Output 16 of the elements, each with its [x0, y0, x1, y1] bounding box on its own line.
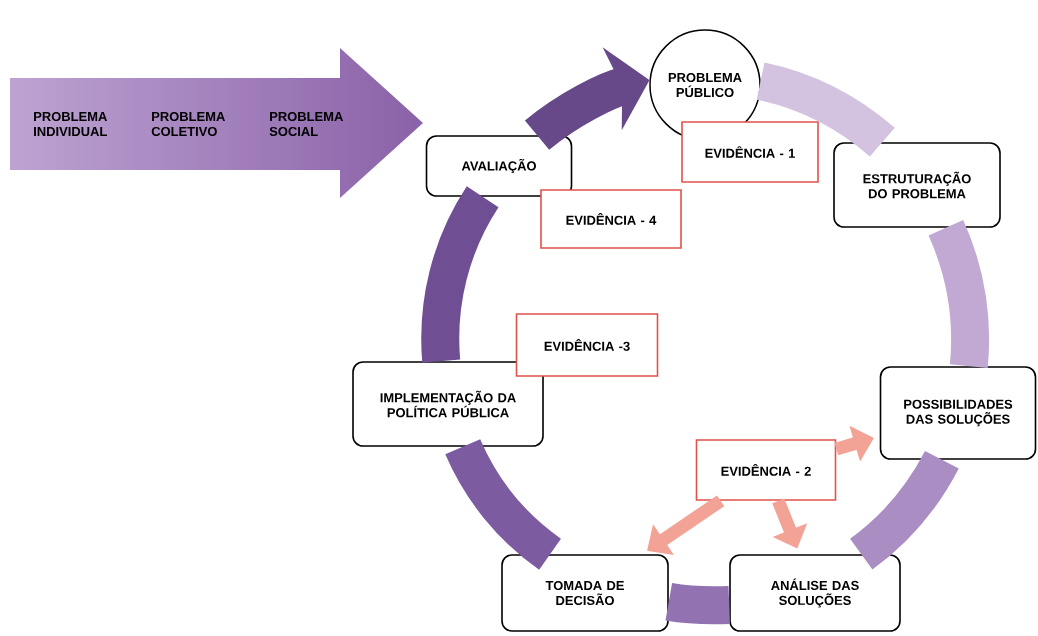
cycle-band: [445, 438, 562, 570]
stage-box: ANÁLISE DAS SOLUÇÕES: [729, 554, 901, 632]
evidence-box: EVIDÊNCIA -3: [515, 313, 659, 377]
evidence-box: EVIDÊNCIA - 1: [681, 121, 819, 183]
cycle-band: [928, 220, 990, 368]
stage-box: POSSIBILIDADES DAS SOLUÇÕES: [879, 366, 1037, 460]
stage-box: AVALIAÇÃO: [425, 135, 573, 197]
stage-box: IMPLEMENTAÇÃO DA POLÍTICA PÚBLICA: [352, 361, 544, 447]
cycle-band: [665, 583, 730, 625]
arrow: [647, 495, 725, 555]
problem-arrow: PROBLEMA INDIVIDUAL PROBLEMA COLETIVO PROBLEMA SOCIAL: [34, 111, 343, 137]
evidence-box: EVIDÊNCIA - 4: [540, 189, 682, 249]
cycle-band: [756, 62, 895, 157]
stage-box: TOMADA DE DECISÃO: [501, 554, 669, 632]
stage-box: ESTRUTURAÇÃO DO PROBLEMA: [833, 142, 1001, 228]
evidence-box: EVIDÊNCIA - 2: [695, 439, 837, 501]
